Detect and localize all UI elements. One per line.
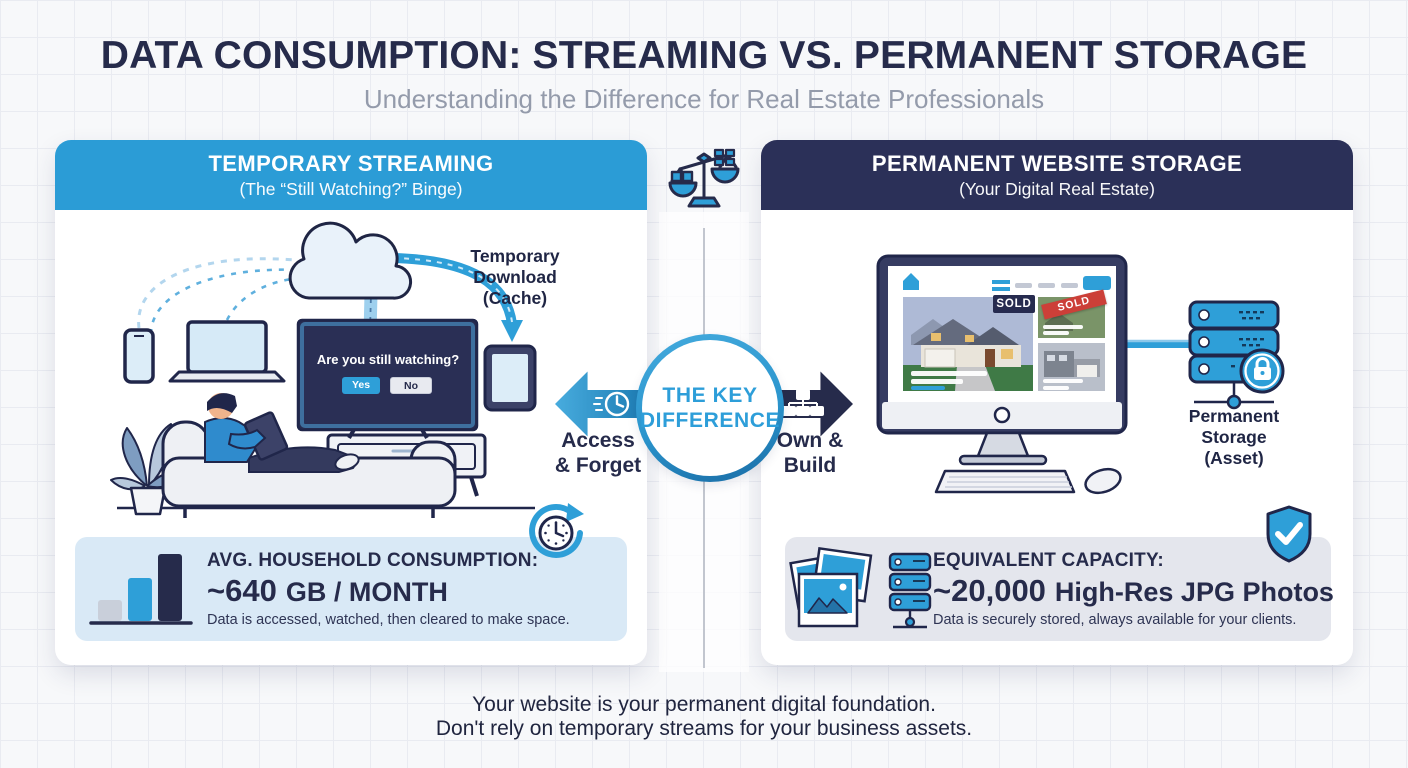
consumption-description: Data is accessed, watched, then cleared … xyxy=(207,612,570,628)
photo-stack-icon xyxy=(789,546,873,628)
capacity-icons xyxy=(785,546,933,632)
tv-no-button[interactable]: No xyxy=(390,377,432,394)
streaming-panel-subtitle: (The “Still Watching?” Binge) xyxy=(239,178,463,199)
temporary-download-label: Temporary Download (Cache) xyxy=(470,246,560,308)
storage-panel-header: PERMANENT WEBSITE STORAGE (Your Digital … xyxy=(761,140,1353,210)
permanent-storage-label: Permanent Storage (Asset) xyxy=(1188,406,1280,468)
tv-icon xyxy=(296,318,479,440)
storage-illustration xyxy=(876,254,1285,495)
footer-line2: Don't rely on temporary streams for your… xyxy=(435,717,973,740)
download-arrow xyxy=(388,253,523,342)
access-forget-label: Access & Forget xyxy=(554,429,642,477)
padlock-icon xyxy=(1239,348,1285,394)
mouse-icon xyxy=(1084,467,1122,495)
shield-check-icon xyxy=(1266,505,1312,563)
capacity-heading: EQUIVALENT CAPACITY: xyxy=(933,550,1164,571)
mini-server-icon xyxy=(888,552,932,629)
side-listing-photo-2[interactable] xyxy=(1038,343,1105,391)
page-subtitle: Understanding the Difference for Real Es… xyxy=(363,84,1045,114)
network-cable xyxy=(1123,339,1193,348)
smartphone-icon xyxy=(123,328,155,384)
tablet-icon xyxy=(483,344,537,412)
recurring-clock-icon xyxy=(529,503,584,558)
storage-panel-subtitle: (Your Digital Real Estate) xyxy=(959,178,1155,199)
keyboard-icon xyxy=(934,469,1076,494)
capacity-unit: High-Res JPG Photos xyxy=(1054,577,1334,607)
server-stack-icon xyxy=(1188,300,1285,410)
capacity-description: Data is securely stored, always availabl… xyxy=(933,612,1297,628)
sitemap-icon xyxy=(782,389,824,416)
person-on-couch-illustration xyxy=(161,393,457,518)
consumption-value: ~640 xyxy=(207,573,277,608)
footer-line1: Your website is your permanent digital f… xyxy=(472,693,936,716)
streaming-panel-title: TEMPORARY STREAMING xyxy=(208,150,494,176)
tv-prompt-text: Are you still watching? xyxy=(316,352,460,367)
key-difference-circle: THE KEY DIFFERENCE xyxy=(636,334,784,482)
storage-panel-title: PERMANENT WEBSITE STORAGE xyxy=(871,150,1243,176)
capacity-stat-box: EQUIVALENT CAPACITY: ~20,000 High-Res JPG… xyxy=(785,537,1334,641)
capacity-value-row: ~20,000 High-Res JPG Photos xyxy=(933,573,1334,609)
key-difference-line2: DIFFERENCE xyxy=(639,409,781,432)
own-build-label: Own & Build xyxy=(776,429,844,477)
clock-speed-icon xyxy=(593,391,630,417)
streaming-illustration xyxy=(110,221,537,518)
scales-icon xyxy=(668,148,740,208)
sold-tag-badge: SOLD xyxy=(993,295,1035,313)
consumption-value-row: ~640 GB / MONTH xyxy=(207,573,619,609)
bar-chart-icon xyxy=(75,548,207,630)
home-icon xyxy=(903,273,919,290)
tv-yes-button[interactable]: Yes xyxy=(342,377,380,394)
stream-dashed-lines xyxy=(137,257,316,335)
consumption-stat-box: AVG. HOUSEHOLD CONSUMPTION: ~640 GB / MON… xyxy=(75,537,627,641)
cloud-icon xyxy=(288,221,412,300)
capacity-value: ~20,000 xyxy=(933,573,1046,608)
laptop-icon xyxy=(168,320,286,383)
key-difference-line1: THE KEY xyxy=(662,384,758,407)
consumption-unit: GB / MONTH xyxy=(285,577,448,607)
page-title: DATA CONSUMPTION: STREAMING VS. PERMANEN… xyxy=(100,34,1308,77)
website-cta-button[interactable] xyxy=(1083,276,1111,290)
streaming-panel-header: TEMPORARY STREAMING (The “Still Watching… xyxy=(55,140,647,210)
consumption-heading: AVG. HOUSEHOLD CONSUMPTION: xyxy=(207,550,539,571)
